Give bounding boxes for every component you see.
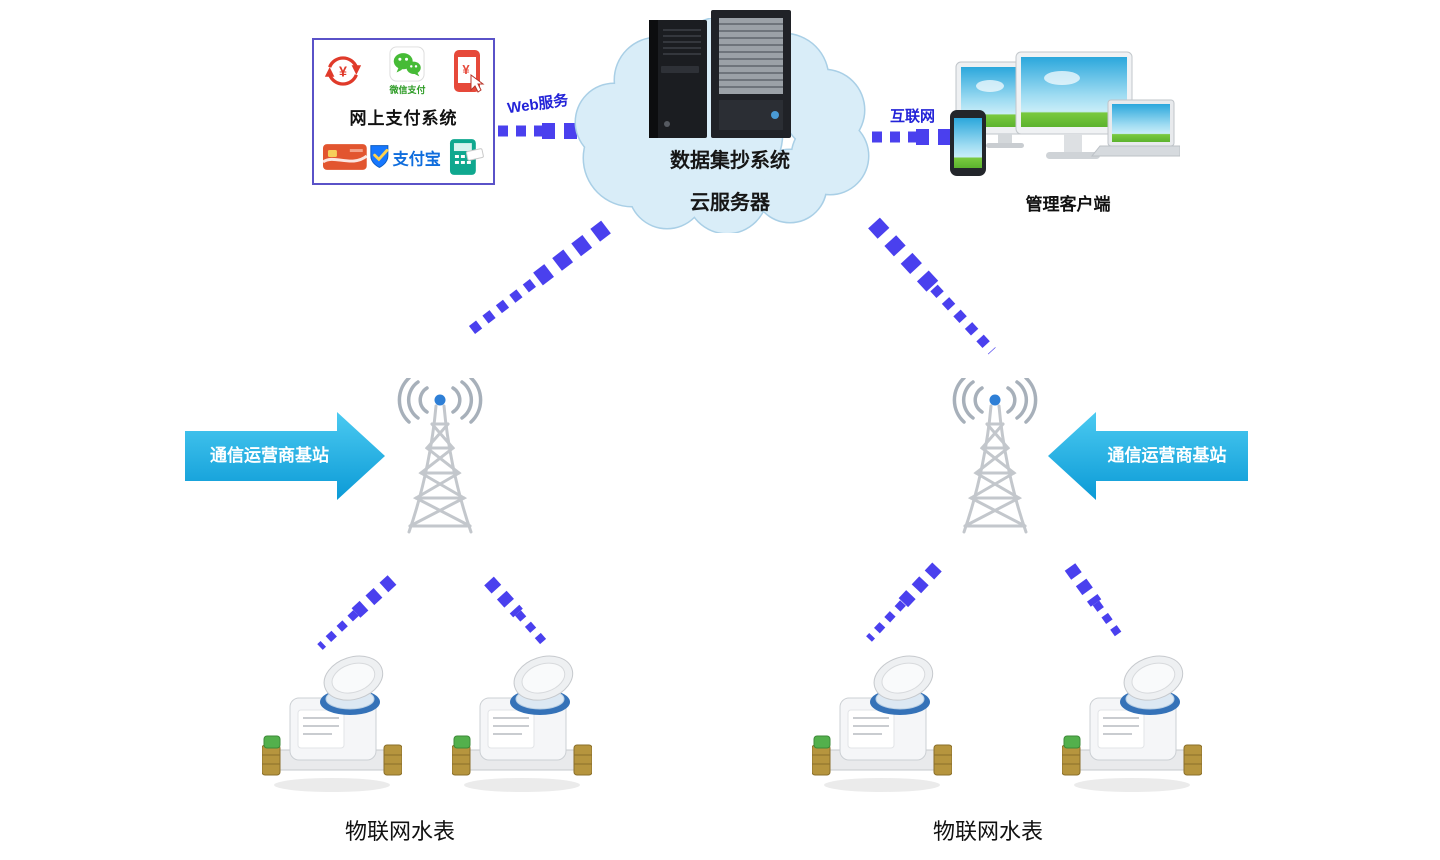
water-meter-icon-4 xyxy=(1062,652,1202,797)
bank-card-icon xyxy=(322,144,368,170)
internet-label: 互联网 xyxy=(890,108,936,125)
payment-icons-top-row: ¥ 微信支付 ¥ xyxy=(322,46,485,96)
water-meter-icon-2 xyxy=(452,652,592,797)
dashed-link-cloud-to-right-tower xyxy=(868,217,996,355)
svg-text:¥: ¥ xyxy=(339,65,347,81)
wechat-pay-caption: 微信支付 xyxy=(389,85,426,95)
web-service-label: Web服务 xyxy=(506,91,570,118)
right-base-station-arrow xyxy=(1048,412,1248,500)
cell-tower-left-icon xyxy=(375,378,505,538)
dashed-link-left-tower-to-meter-2 xyxy=(484,576,551,649)
right-base-station-label: 通信运营商基站 xyxy=(1107,446,1227,465)
left-base-station-arrow xyxy=(185,412,385,500)
management-client-devices-icon xyxy=(950,51,1180,176)
dashed-link-left-tower-to-meter-1 xyxy=(317,575,397,650)
dashed-link-right-tower-to-meter-3 xyxy=(866,562,942,642)
management-client-label: 管理客户端 xyxy=(1025,195,1111,214)
yuan-exchange-icon: ¥ xyxy=(324,56,362,86)
alipay-caption: 支付宝 xyxy=(391,150,440,169)
server-tower-icon xyxy=(649,10,791,138)
water-meter-icon-1 xyxy=(262,652,402,797)
wechat-icon xyxy=(389,46,426,82)
dashed-link-cloud-to-left-tower xyxy=(468,220,611,334)
water-meter-label-right: 物联网水表 xyxy=(932,819,1043,844)
alipay-logo: 支付宝 xyxy=(370,145,441,169)
smartphone-icon xyxy=(950,110,986,176)
water-meter-label-left: 物联网水表 xyxy=(344,819,455,844)
payment-box-title: 网上支付系统 xyxy=(349,109,458,128)
payment-icons-bottom-row: 支付宝 xyxy=(322,137,485,177)
water-meter-icon-3 xyxy=(812,652,952,797)
svg-text:¥: ¥ xyxy=(462,62,470,77)
laptop-icon xyxy=(1090,99,1180,157)
left-base-station-label: 通信运营商基站 xyxy=(210,446,329,465)
dashed-link-right-tower-to-meter-4 xyxy=(1064,563,1125,641)
wechat-pay-block: 微信支付 xyxy=(389,46,426,96)
mobile-payment-icon: ¥ xyxy=(453,50,485,93)
pos-terminal-icon xyxy=(450,139,485,175)
cell-tower-right-icon xyxy=(930,378,1060,538)
online-payment-box: ¥ 微信支付 ¥ xyxy=(312,38,495,185)
cloud-system-title: 数据集抄系统 xyxy=(670,150,790,172)
cloud-server-subtitle: 云服务器 xyxy=(690,192,770,214)
monitor-main-icon xyxy=(1015,51,1133,159)
